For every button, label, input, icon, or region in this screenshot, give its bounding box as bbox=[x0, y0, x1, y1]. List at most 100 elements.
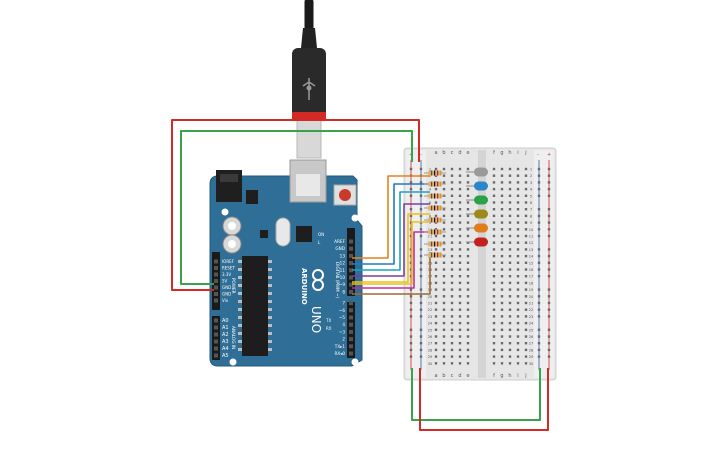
breadboard-hole bbox=[492, 362, 496, 365]
breadboard-hole bbox=[492, 328, 496, 331]
breadboard-hole bbox=[450, 201, 454, 204]
row-number: 7 bbox=[530, 208, 532, 212]
breadboard-hole bbox=[458, 228, 462, 231]
rail-hole bbox=[537, 181, 541, 184]
breadboard-hole bbox=[500, 335, 504, 338]
breadboard-hole bbox=[500, 295, 504, 298]
breadboard-hole bbox=[500, 261, 504, 264]
resistors bbox=[424, 170, 446, 258]
digital-pin-label: ~6 bbox=[339, 308, 346, 313]
breadboard-hole bbox=[458, 301, 462, 305]
breadboard-hole bbox=[434, 201, 438, 204]
breadboard-hole bbox=[524, 194, 528, 197]
rail-hole bbox=[547, 248, 551, 251]
digital-pin-label: 7 bbox=[342, 301, 345, 306]
breadboard-hole bbox=[458, 362, 462, 365]
resistor-band bbox=[434, 170, 436, 176]
rail-hole bbox=[547, 308, 551, 311]
breadboard-hole bbox=[466, 181, 470, 184]
breadboard-hole bbox=[434, 221, 438, 224]
breadboard-hole bbox=[508, 295, 512, 298]
breadboard-hole bbox=[466, 261, 470, 264]
breadboard-hole bbox=[516, 342, 520, 345]
breadboard-hole bbox=[492, 234, 496, 238]
breadboard-hole bbox=[492, 308, 496, 311]
breadboard-hole bbox=[466, 275, 470, 278]
breadboard-hole bbox=[434, 228, 438, 231]
breadboard-hole bbox=[450, 268, 454, 271]
column-letter: g bbox=[500, 373, 503, 379]
breadboard-hole bbox=[450, 348, 454, 352]
breadboard-hole bbox=[434, 308, 438, 311]
rail-hole bbox=[419, 194, 423, 197]
power-pin-label: RESET bbox=[222, 266, 235, 271]
row-number: 22 bbox=[428, 308, 433, 312]
breadboard-hole bbox=[500, 181, 504, 184]
breadboard-hole bbox=[516, 275, 520, 278]
rail-hole bbox=[537, 288, 541, 291]
row-number: 30 bbox=[428, 362, 433, 366]
breadboard-hole bbox=[442, 342, 446, 345]
power-label: POWER bbox=[231, 278, 236, 294]
rail-hole bbox=[419, 342, 423, 345]
wire-pin10 bbox=[352, 203, 430, 277]
rail-hole bbox=[547, 254, 551, 258]
rail-hole bbox=[537, 301, 541, 305]
digital-pin-label: ~3 bbox=[339, 329, 346, 334]
breadboard-hole bbox=[466, 295, 470, 298]
rail-hole bbox=[419, 228, 423, 231]
rail-hole bbox=[547, 288, 551, 291]
breadboard-hole bbox=[508, 288, 512, 291]
breadboard-hole bbox=[500, 214, 504, 218]
rail-hole bbox=[419, 295, 423, 298]
breadboard-hole bbox=[516, 228, 520, 231]
breadboard-hole bbox=[450, 234, 454, 238]
breadboard-hole bbox=[466, 348, 470, 352]
breadboard-hole bbox=[466, 221, 470, 224]
breadboard-hole bbox=[500, 362, 504, 365]
column-letter: c bbox=[451, 373, 454, 379]
breadboard-hole bbox=[434, 335, 438, 338]
breadboard-hole bbox=[442, 228, 446, 231]
breadboard-hole bbox=[516, 335, 520, 338]
breadboard-hole bbox=[458, 295, 462, 298]
digital-pin bbox=[349, 337, 353, 342]
analog-pin bbox=[214, 339, 218, 344]
breadboard-hole bbox=[508, 362, 512, 365]
row-number: 27 bbox=[529, 342, 534, 346]
breadboard-hole bbox=[524, 167, 528, 171]
breadboard-hole bbox=[466, 234, 470, 238]
rail-hole bbox=[409, 181, 413, 184]
rail-hole bbox=[409, 268, 413, 271]
breadboard-hole bbox=[508, 308, 512, 311]
digital-pin bbox=[349, 322, 353, 327]
resistor-band bbox=[434, 252, 436, 258]
resistor-band bbox=[431, 241, 433, 247]
rail-hole bbox=[409, 288, 413, 291]
breadboard-hole bbox=[524, 321, 528, 325]
rail-hole bbox=[547, 328, 551, 331]
rail-hole bbox=[409, 355, 413, 358]
breadboard-hole bbox=[466, 281, 470, 285]
breadboard-hole bbox=[524, 241, 528, 244]
rail-hole bbox=[419, 167, 423, 171]
breadboard-hole bbox=[500, 234, 504, 238]
breadboard-hole bbox=[434, 214, 438, 218]
row-number: 6 bbox=[429, 201, 432, 205]
power-pin-label: IOREF bbox=[222, 259, 235, 264]
breadboard-hole bbox=[500, 241, 504, 244]
led bbox=[474, 209, 488, 219]
row-number: 9 bbox=[429, 221, 432, 225]
breadboard-hole bbox=[450, 261, 454, 264]
breadboard-hole bbox=[516, 308, 520, 311]
rail-hole bbox=[537, 355, 541, 358]
wire-pin8-yellow bbox=[352, 221, 430, 285]
row-number: 1 bbox=[530, 168, 532, 172]
column-letter: i bbox=[517, 373, 518, 379]
row-number: 23 bbox=[529, 315, 534, 319]
breadboard-hole bbox=[450, 315, 454, 318]
breadboard-hole bbox=[458, 181, 462, 184]
breadboard-hole bbox=[442, 234, 446, 238]
rail-hole bbox=[547, 194, 551, 197]
row-number: 9 bbox=[530, 221, 533, 225]
